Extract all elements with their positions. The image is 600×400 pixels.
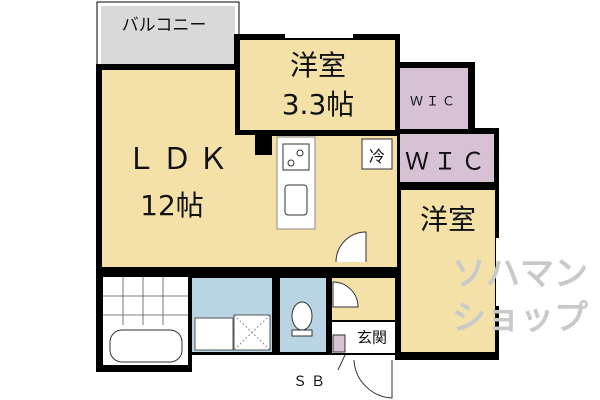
fridge-box <box>361 138 393 170</box>
shoebox <box>332 334 346 353</box>
fridge-label: 冷 <box>368 147 386 166</box>
window <box>496 238 499 306</box>
entrance-label: 玄関 <box>356 328 388 347</box>
window <box>285 34 353 38</box>
entrance-door-swing <box>353 359 393 399</box>
balcony-label: バルコニー <box>121 15 207 36</box>
western-room-small-size: 3.3帖 <box>281 88 355 121</box>
ldk-floor <box>102 70 397 267</box>
burner-icon <box>287 159 295 167</box>
sink-icon <box>284 184 308 216</box>
ldk-size: 12帖 <box>140 189 204 222</box>
door-swing <box>335 231 367 263</box>
watermark-logo: ソハマン ショップ <box>452 254 588 338</box>
balcony-area <box>101 6 235 64</box>
toilet-icon <box>291 301 313 331</box>
western-room-label: 洋室 <box>419 203 477 236</box>
western-room-small-floor <box>240 40 395 130</box>
sb-leader-line <box>337 354 346 371</box>
western-room-small-label: 洋室 <box>289 49 347 82</box>
shoebox-label: ＳＢ <box>293 374 329 390</box>
burner-icon <box>296 149 304 157</box>
wic-small-label: ＷＩＣ <box>409 94 459 110</box>
ldk-label: ＬＤＫ <box>126 142 234 177</box>
stove-icon <box>282 143 310 171</box>
wic-small-area <box>400 68 468 129</box>
tile-grid <box>103 277 188 325</box>
door-swing <box>332 281 359 308</box>
western-room-floor <box>401 190 495 352</box>
washbasin-icon <box>194 317 234 351</box>
wic-large-label: ＷＩＣ <box>405 147 489 176</box>
wic-large-area <box>400 134 494 182</box>
bathtub-icon <box>109 329 183 363</box>
